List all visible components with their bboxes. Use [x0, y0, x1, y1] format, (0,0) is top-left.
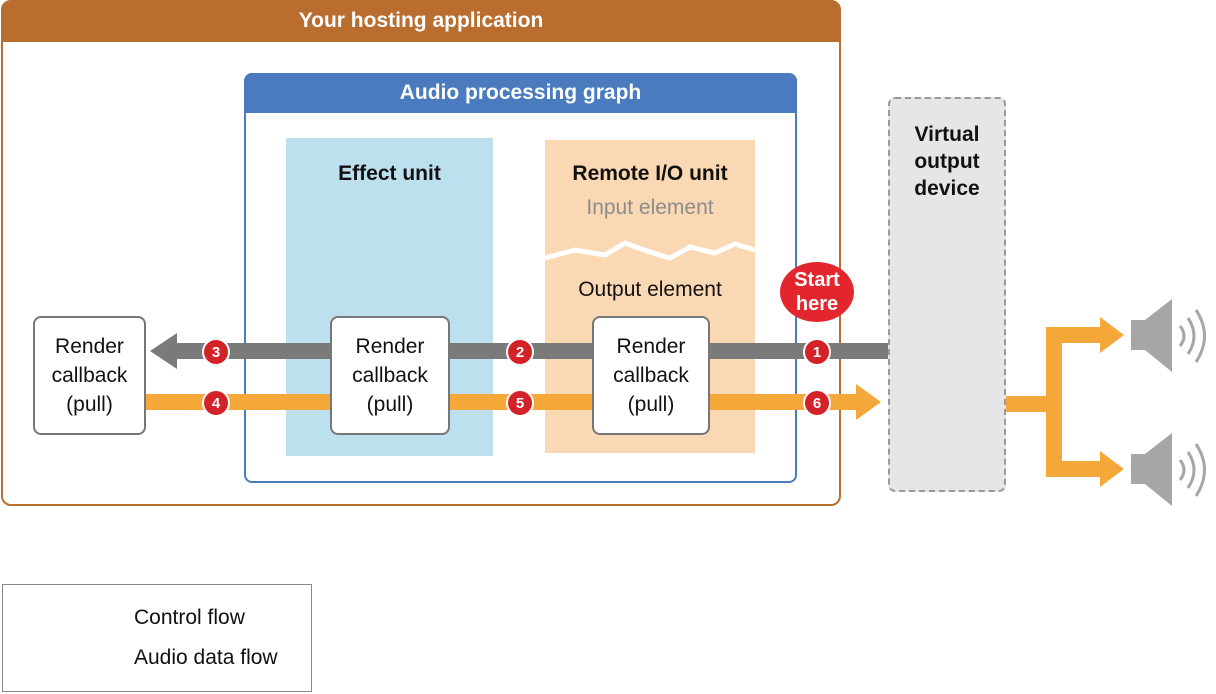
start-here-badge: Start here	[780, 262, 854, 322]
render-callback-remote-io: Render callback (pull)	[592, 316, 710, 435]
speaker-bottom-icon	[1131, 433, 1206, 506]
step-badge-6: 6	[803, 389, 831, 417]
step-badge-4: 4	[202, 389, 230, 417]
virtual-output-device-box	[888, 97, 1006, 492]
legend-box	[2, 584, 312, 692]
step-badge-5: 5	[506, 389, 534, 417]
input-element-label: Input element	[586, 196, 714, 219]
output-element-label: Output element	[578, 278, 722, 301]
step-badge-2: 2	[506, 338, 534, 366]
step-badge-3: 3	[202, 338, 230, 366]
control-flow-arrowhead	[150, 333, 177, 369]
effect-unit-title: Effect unit	[338, 162, 441, 185]
speaker-branch-vertical	[1046, 327, 1062, 477]
render-callback-effect-unit: Render callback (pull)	[330, 316, 450, 435]
speaker-branch-top	[1046, 327, 1102, 343]
legend-audio-data-flow-label: Audio data flow	[134, 646, 278, 669]
audio-flow-arrowhead	[856, 384, 881, 420]
audio-processing-graph-title: Audio processing graph	[244, 73, 797, 113]
audio-flow-bar	[146, 394, 858, 410]
remote-io-unit-title: Remote I/O unit	[572, 162, 728, 185]
speaker-branch-top-arrowhead	[1100, 317, 1124, 353]
legend-control-flow-label: Control flow	[134, 606, 245, 629]
hosting-application-title: Your hosting application	[1, 0, 841, 42]
speaker-branch-bottom-arrowhead	[1100, 451, 1124, 487]
virtual-output-device-label: Virtual output device	[914, 123, 980, 200]
torn-edge-separator	[544, 240, 756, 261]
step-badge-1: 1	[803, 338, 831, 366]
speaker-branch-stem	[1006, 396, 1046, 412]
speaker-top-icon	[1131, 299, 1206, 372]
speaker-branch-bottom	[1046, 461, 1102, 477]
render-callback-host: Render callback (pull)	[33, 316, 146, 435]
